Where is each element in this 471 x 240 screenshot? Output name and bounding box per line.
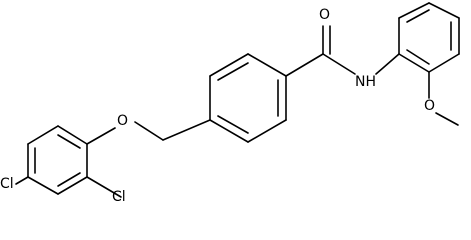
chemical-structure: Cl Cl O O NH O	[0, 2, 460, 203]
chlorine-label-ortho: Cl	[112, 189, 126, 203]
amide-bonds	[285, 25, 400, 77]
chlorine-label-para: Cl	[0, 176, 14, 192]
methoxy-bonds	[428, 71, 459, 126]
dichlorophenyl-ring	[27, 125, 88, 195]
carbonyl-oxygen-label: O	[319, 7, 330, 23]
ether-oxygen-label: O	[117, 113, 128, 129]
atom-labels: Cl Cl O O NH O	[0, 7, 435, 203]
amide-nitrogen-label: NH	[355, 74, 376, 90]
benzamide-ring	[209, 53, 287, 143]
chlorine-substituent-bonds	[15, 176, 122, 198]
methoxy-oxygen-label: O	[424, 98, 435, 114]
methoxyphenyl-ring	[398, 2, 460, 73]
ether-linker-bonds	[86, 119, 211, 145]
